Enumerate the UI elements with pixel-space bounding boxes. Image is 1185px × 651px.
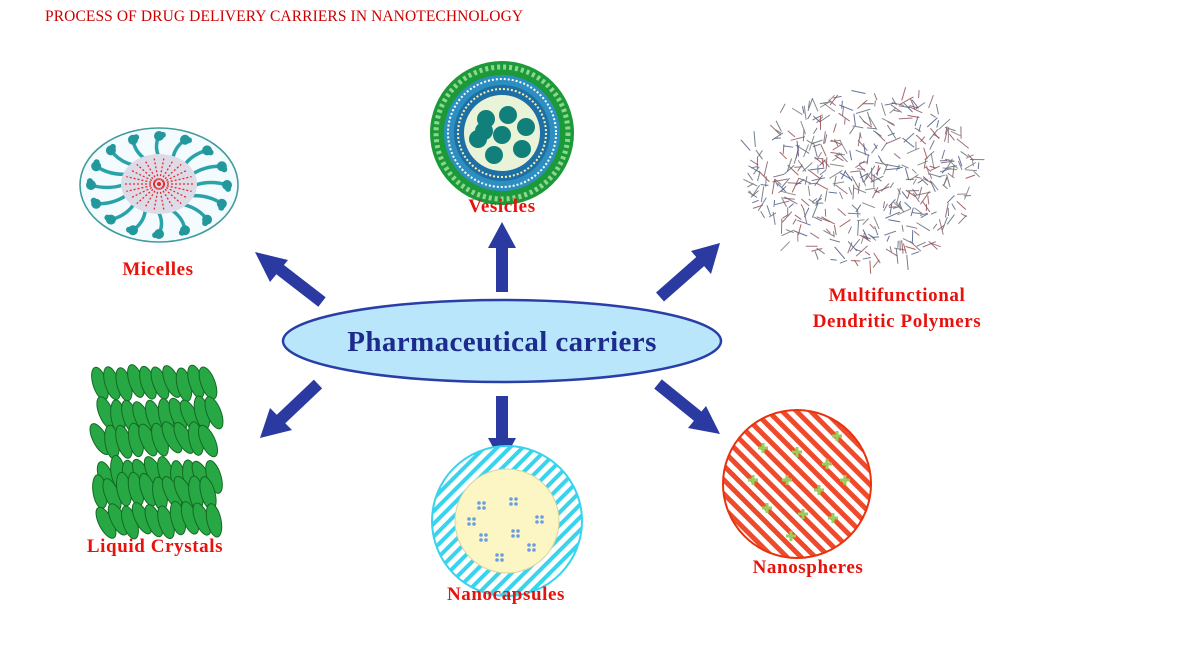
liquid-crystals-label: Liquid Crystals <box>87 536 223 557</box>
liquid-crystal-icon <box>89 364 224 540</box>
nanocapsule-icon <box>431 445 583 597</box>
vesicle-icon <box>430 61 574 205</box>
arrow-to-nanospheres <box>654 379 720 434</box>
arrow-to-vesicles <box>488 222 516 292</box>
nanocapsules-label: Nanocapsules <box>447 584 565 605</box>
arrow-to-micelles <box>255 252 326 307</box>
nanosphere-icon <box>722 409 872 559</box>
arrow-to-dendritic-polymers <box>656 243 720 302</box>
dendrimer-icon <box>740 87 985 274</box>
center-ellipse <box>281 298 723 384</box>
dendritic-label-line1: Multifunctional <box>829 285 966 306</box>
vesicles-label: Vesicles <box>468 196 535 217</box>
page-title: PROCESS OF DRUG DELIVERY CARRIERS IN NAN… <box>45 8 524 25</box>
center-label: Pharmaceutical carriers <box>347 326 657 358</box>
nanospheres-label: Nanospheres <box>753 557 864 578</box>
micelle-icon <box>79 127 239 243</box>
arrow-to-liquid-crystals <box>260 379 323 438</box>
micelles-label: Micelles <box>122 259 193 280</box>
dendritic-label-line2: Dendritic Polymers <box>813 311 982 332</box>
